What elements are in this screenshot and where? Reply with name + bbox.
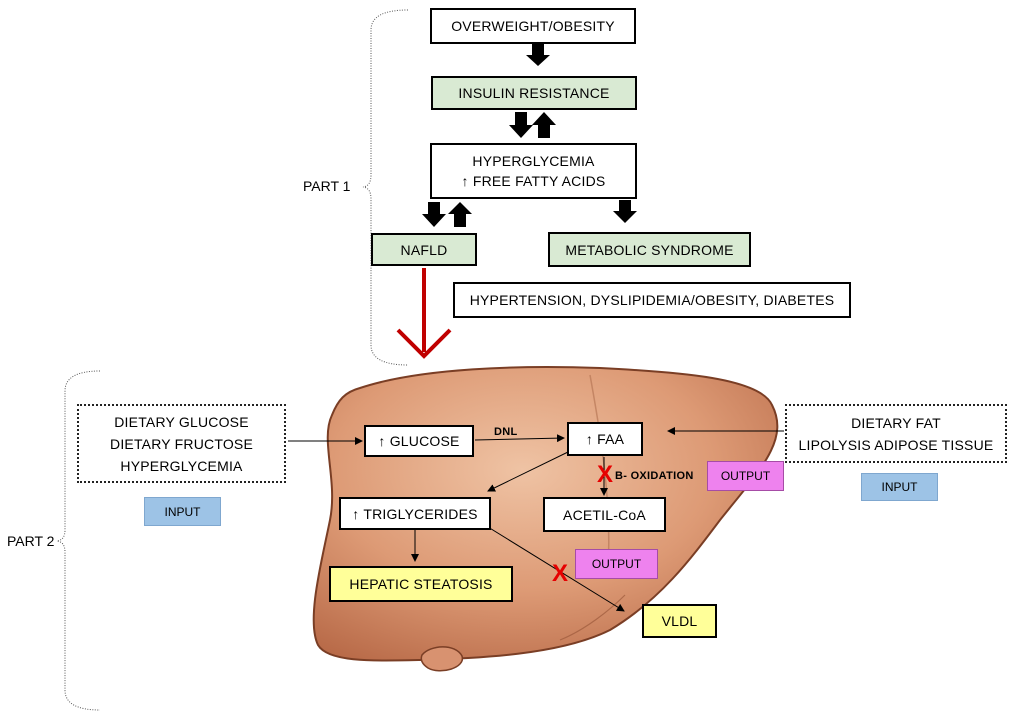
glucose-box: ↑ GLUCOSE <box>364 425 474 457</box>
metabolic-syndrome-text: METABOLIC SYNDROME <box>565 241 734 258</box>
triglycerides-text: ↑ TRIGLYCERIDES <box>352 505 478 522</box>
output-tag-1: OUTPUT <box>707 461 784 491</box>
acetil-coa-text: ACETIL-CoA <box>563 506 646 523</box>
part2-arrows <box>288 427 784 612</box>
part1-label: PART 1 <box>303 178 351 194</box>
blocked-b-oxidation-mark: X <box>597 461 614 488</box>
acetil-coa-box: ACETIL-CoA <box>543 497 666 532</box>
faa-text: ↑ FAA <box>585 431 625 447</box>
comorbidities-box: HYPERTENSION, DYSLIPIDEMIA/OBESITY, DIAB… <box>453 282 851 318</box>
insulin-resistance-text: INSULIN RESISTANCE <box>458 85 610 101</box>
hepatic-steatosis-box: HEPATIC STEATOSIS <box>329 566 513 602</box>
input-right-tag: INPUT <box>861 473 938 501</box>
nafld-box: NAFLD <box>371 233 477 266</box>
input-left-box: DIETARY GLUCOSE DIETARY FRUCTOSE HYPERGL… <box>77 404 286 483</box>
input-right-box: DIETARY FAT LIPOLYSIS ADIPOSE TISSUE <box>785 404 1007 463</box>
vldl-box: VLDL <box>642 604 717 638</box>
part2-label: PART 2 <box>7 533 55 549</box>
triglycerides-box: ↑ TRIGLYCERIDES <box>339 497 491 530</box>
red-arrow <box>396 268 452 359</box>
hyperglycemia-box: HYPERGLYCEMIA ↑ FREE FATTY ACIDS <box>430 143 637 199</box>
output-tag-2: OUTPUT <box>575 549 658 579</box>
part1-bracket <box>362 9 409 366</box>
overweight-obesity-box: OVERWEIGHT/OBESITY <box>430 8 636 44</box>
free-fatty-acids-text: ↑ FREE FATTY ACIDS <box>461 173 606 189</box>
glucose-text: ↑ GLUCOSE <box>378 433 460 449</box>
input-left-tag: INPUT <box>144 497 221 526</box>
dietary-fat-text: DIETARY FAT <box>851 414 941 431</box>
part1-arrows <box>422 44 637 227</box>
vldl-text: VLDL <box>661 613 698 629</box>
insulin-resistance-box: INSULIN RESISTANCE <box>431 76 637 110</box>
lipolysis-text: LIPOLYSIS ADIPOSE TISSUE <box>798 436 994 453</box>
nafld-text: NAFLD <box>400 241 448 258</box>
dnl-label: DNL <box>494 426 518 438</box>
comorbidities-text: HYPERTENSION, DYSLIPIDEMIA/OBESITY, DIAB… <box>469 292 835 308</box>
b-oxidation-label: B- OXIDATION <box>615 470 694 482</box>
hyperglycemia-input-text: HYPERGLYCEMIA <box>120 457 243 474</box>
hepatic-steatosis-text: HEPATIC STEATOSIS <box>349 576 493 592</box>
blocked-vldl-mark: X <box>552 560 569 587</box>
faa-box: ↑ FAA <box>567 422 643 456</box>
metabolic-syndrome-box: METABOLIC SYNDROME <box>548 232 751 267</box>
dietary-glucose-text: DIETARY GLUCOSE <box>114 413 249 430</box>
hyperglycemia-text: HYPERGLYCEMIA <box>472 153 595 169</box>
dietary-fructose-text: DIETARY FRUCTOSE <box>110 435 253 452</box>
overweight-obesity-text: OVERWEIGHT/OBESITY <box>451 18 615 34</box>
